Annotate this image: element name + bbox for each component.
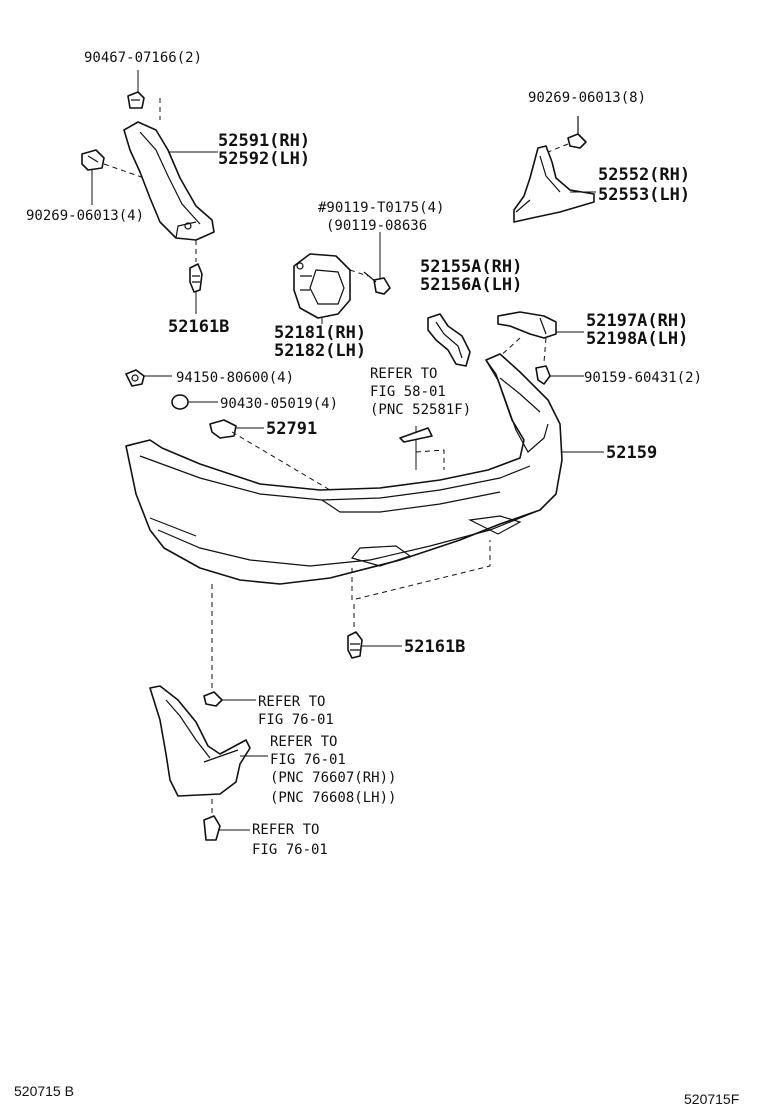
label-52161b-top: 52161B [168, 317, 229, 337]
label-90269-right: 90269-06013(8) [528, 90, 646, 106]
label-94150: 94150-80600(4) [176, 370, 294, 386]
housing-52181[interactable] [293, 253, 351, 319]
dash-90119 [349, 269, 369, 277]
dash-90269-right [547, 143, 569, 153]
bracket-52552[interactable] [513, 145, 595, 223]
label-52591: 52591(RH) [218, 131, 310, 151]
emblem-52581f[interactable] [399, 427, 433, 443]
nut-94150[interactable] [125, 369, 145, 387]
label-ref76a-line2[interactable]: FIG 76-01 [258, 712, 334, 728]
label-ref76b-line2[interactable]: FIG 76-01 [270, 752, 346, 768]
dash-mid [415, 449, 445, 470]
label-52552: 52552(RH) [598, 165, 690, 185]
label-90119a: #90119-T0175(4) [318, 200, 444, 216]
label-ref76a-line1[interactable]: REFER TO [258, 694, 325, 710]
screw-90119[interactable] [363, 271, 391, 295]
label-90430: 90430-05019(4) [220, 396, 338, 412]
clip-90467[interactable] [127, 91, 145, 109]
label-52159: 52159 [606, 443, 657, 463]
label-52791: 52791 [266, 419, 317, 439]
label-refer58-line2[interactable]: FIG 58-01 [370, 384, 446, 400]
washer-90430[interactable] [171, 394, 189, 410]
clip-52161b-top[interactable] [189, 263, 203, 293]
screw-mud-guard[interactable] [203, 815, 221, 841]
label-ref76c-line2[interactable]: FIG 76-01 [252, 842, 328, 858]
label-refer58-line3: (PNC 52581F) [370, 402, 471, 418]
mud-guard[interactable] [149, 685, 251, 797]
label-90269-left: 90269-06013(4) [26, 208, 144, 224]
label-52592: 52592(LH) [218, 149, 310, 169]
screw-90159[interactable] [535, 365, 551, 385]
label-90159: 90159-60431(2) [584, 370, 702, 386]
footer-right-code: 520715F [684, 1091, 739, 1107]
dash-52197a [543, 337, 547, 363]
label-ref76c-line1[interactable]: REFER TO [252, 822, 319, 838]
label-52553: 52553(LH) [598, 185, 690, 205]
label-52155a: 52155A(RH) [420, 257, 522, 277]
label-52182: 52182(LH) [274, 341, 366, 361]
label-52197a: 52197A(RH) [586, 311, 688, 331]
clip-90269-left[interactable] [81, 149, 105, 171]
label-52161b-bottom: 52161B [404, 637, 465, 657]
bracket-52197a[interactable] [497, 311, 557, 339]
label-52181: 52181(RH) [274, 323, 366, 343]
label-ref76b-line3: (PNC 76607(RH)) [270, 770, 396, 786]
screw-90269-right[interactable] [567, 116, 587, 149]
label-90467: 90467-07166(2) [84, 50, 202, 66]
label-refer58-line1[interactable]: REFER TO [370, 366, 437, 382]
clip-mud-guard[interactable] [203, 691, 223, 707]
clip-52161b-bottom[interactable] [347, 631, 363, 659]
dash-52791 [231, 431, 331, 491]
label-52156a: 52156A(LH) [420, 275, 522, 295]
label-90119b: (90119-08636 [326, 218, 427, 234]
bracket-52591[interactable] [123, 121, 215, 241]
bumper-cover-52159[interactable] [125, 353, 563, 585]
label-ref76b-line4: (PNC 76608(LH)) [270, 790, 396, 806]
bracket-52155a[interactable] [427, 313, 471, 367]
plug-52791[interactable] [209, 419, 237, 439]
footer-left-code: 520715 B [14, 1083, 74, 1099]
dash-bottom-clips [351, 540, 491, 601]
label-52198a: 52198A(LH) [586, 329, 688, 349]
label-ref76b-line1[interactable]: REFER TO [270, 734, 337, 750]
